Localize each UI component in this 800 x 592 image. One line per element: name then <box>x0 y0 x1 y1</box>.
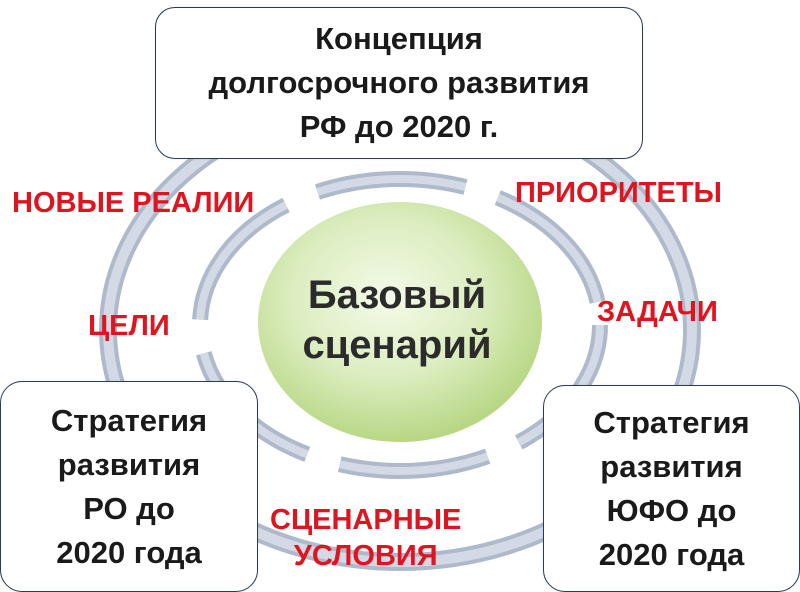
region-strategy-box: Стратегия развития РО до 2020 года <box>0 381 258 592</box>
concept-line-2: долгосрочного развития <box>208 65 590 100</box>
region-strategy-line-2: развития <box>57 446 201 482</box>
district-strategy-line-2: развития <box>600 448 743 484</box>
label-priorities: ПРИОРИТЕТЫ <box>515 177 722 209</box>
label-tasks: ЗАДАЧИ <box>597 296 718 328</box>
concept-line-3: РФ до 2020 г. <box>299 109 499 144</box>
region-strategy-line-4: 2020 года <box>56 534 202 570</box>
label-scenario-conditions: СЦЕНАРНЫЕ УСЛОВИЯ <box>270 502 461 574</box>
scenario-conditions-line-2: УСЛОВИЯ <box>293 540 438 572</box>
center-circle <box>258 202 542 442</box>
label-goals: ЦЕЛИ <box>88 310 170 342</box>
center-title: Базовый сценарий <box>262 270 532 370</box>
region-strategy-line-3: РО до <box>83 490 175 526</box>
inner-ring-highlight <box>196 175 604 475</box>
label-new-realities: НОВЫЕ РЕАЛИИ <box>12 187 255 219</box>
concept-box: Концепция долгосрочного развития РФ до 2… <box>155 7 643 159</box>
district-strategy-box: Стратегия развития ЮФО до 2020 года <box>543 385 800 592</box>
district-strategy-line-3: ЮФО до <box>606 492 737 528</box>
center-line-1: Базовый <box>307 273 487 317</box>
concept-line-1: Концепция <box>315 21 483 56</box>
district-strategy-line-1: Стратегия <box>593 404 750 440</box>
scenario-conditions-line-1: СЦЕНАРНЫЕ <box>270 504 462 536</box>
center-line-2: сценарий <box>302 323 492 367</box>
region-strategy-line-1: Стратегия <box>50 402 208 438</box>
district-strategy-line-4: 2020 года <box>598 536 745 572</box>
